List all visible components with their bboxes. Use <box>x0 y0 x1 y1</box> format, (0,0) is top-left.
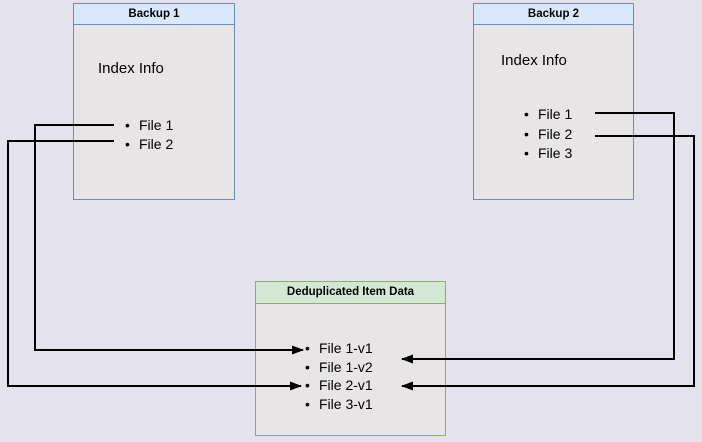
backup2-index-info-label: Index Info <box>501 52 567 69</box>
backup2-file-list: File 1 File 2 File 3 <box>523 105 572 164</box>
backup1-index-info-label: Index Info <box>98 60 164 77</box>
dedup-item-list: File 1-v1 File 1-v2 File 2-v1 File 3-v1 <box>304 339 373 413</box>
node-backup2-title: Backup 2 <box>474 4 633 25</box>
node-backup1-title: Backup 1 <box>74 4 234 25</box>
list-item: File 2 <box>523 125 572 145</box>
backup1-file-list: File 1 File 2 <box>124 116 173 154</box>
list-item: File 1-v1 <box>304 339 373 358</box>
list-item: File 2-v1 <box>304 376 373 395</box>
node-backup1: Backup 1 Index Info File 1 File 2 <box>73 3 235 200</box>
node-dedup-title: Deduplicated Item Data <box>256 282 445 304</box>
list-item: File 1 <box>124 116 173 135</box>
list-item: File 2 <box>124 135 173 154</box>
list-item: File 1 <box>523 105 572 125</box>
node-dedup: Deduplicated Item Data File 1-v1 File 1-… <box>255 281 446 436</box>
list-item: File 3-v1 <box>304 395 373 414</box>
list-item: File 1-v2 <box>304 358 373 377</box>
node-backup2: Backup 2 Index Info File 1 File 2 File 3 <box>473 3 634 200</box>
list-item: File 3 <box>523 144 572 164</box>
